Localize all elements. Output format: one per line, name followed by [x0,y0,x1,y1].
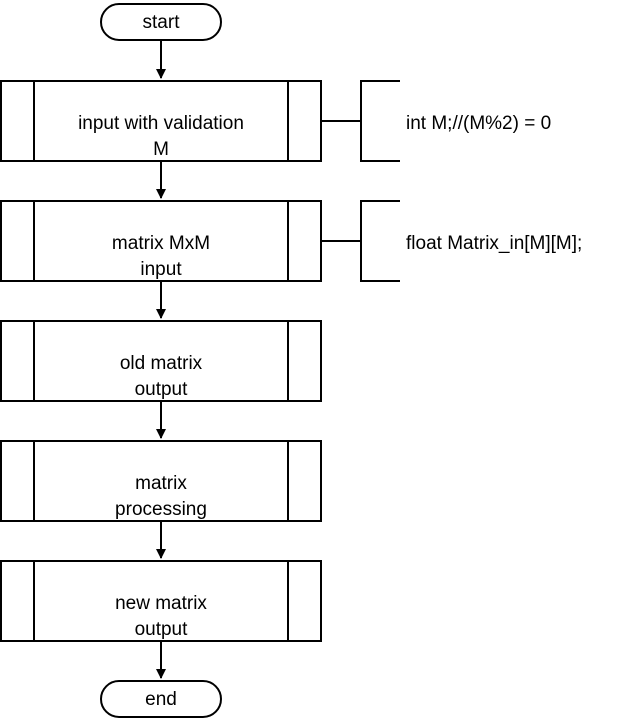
annotation-int-m-text: int M;//(M%2) = 0 [406,113,551,134]
process-matrix-input-line2: input [140,259,182,280]
annotation-float-matrix-text: float Matrix_in[M][M]; [406,233,582,254]
process-old-matrix-output: old matrix output [0,320,322,402]
process-matrix-input-line1: matrix MxM [112,233,210,254]
process-old-matrix-output-line1: old matrix [120,353,203,374]
start-label: start [143,12,181,33]
process-matrix-processing-line2: processing [115,499,207,520]
annotation-float-matrix: float Matrix_in[M][M]; [321,200,582,282]
start-terminator: start [100,3,222,41]
process-input-validation-line2: M [153,139,169,160]
process-matrix-processing-line1: matrix [135,473,187,494]
process-new-matrix-output: new matrix output [0,560,322,642]
process-new-matrix-output-line2: output [135,619,189,640]
process-matrix-input: matrix MxM input [0,200,322,282]
process-input-validation-line1: input with validation [78,113,244,134]
process-input-validation: input with validation M [0,80,322,162]
annotation-int-m: int M;//(M%2) = 0 [321,80,551,162]
process-old-matrix-output-line2: output [135,379,189,400]
end-terminator: end [100,680,222,718]
process-matrix-processing: matrix processing [0,440,322,522]
end-label: end [145,689,177,710]
process-new-matrix-output-line1: new matrix [115,593,207,614]
